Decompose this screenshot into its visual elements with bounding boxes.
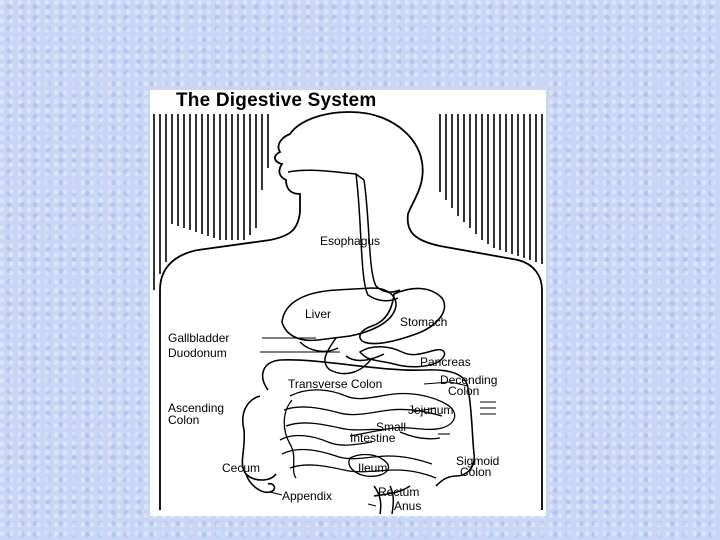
rectum <box>373 485 395 515</box>
label-appendix: Appendix <box>282 489 332 503</box>
body-outline <box>159 111 543 510</box>
label-small-2: Intestine <box>350 431 396 445</box>
colon <box>241 359 476 497</box>
label-pancreas: Pancreas <box>420 355 471 369</box>
pancreas <box>358 346 446 368</box>
label-jejunum: Jejunum <box>408 403 453 417</box>
digestive-diagram: Esophagus Liver Stomach Gallbladder Duod… <box>153 111 543 515</box>
diagram-labels: Esophagus Liver Stomach Gallbladder Duod… <box>168 234 499 513</box>
label-stomach: Stomach <box>400 315 447 329</box>
stomach <box>359 287 446 345</box>
figure-title: The Digestive System <box>176 90 377 111</box>
digestive-system-figure: The Digestive System <box>150 90 546 516</box>
duodenum <box>299 337 385 375</box>
label-sigmoid-2: Colon <box>460 465 491 479</box>
label-cecum: Cecum <box>222 461 260 475</box>
label-liver: Liver <box>305 307 331 321</box>
label-esophagus: Esophagus <box>320 234 380 248</box>
background-hatching <box>153 114 543 290</box>
label-decending-1: Decending <box>440 373 497 387</box>
liver <box>281 287 397 342</box>
leader-lines <box>260 337 496 507</box>
label-decending-2: Colon <box>448 384 479 398</box>
label-rectum: Rectum <box>378 485 419 499</box>
label-ileum: Ileum <box>358 461 387 475</box>
label-transverse-colon: Transverse Colon <box>288 377 382 391</box>
label-ascending-2: Colon <box>168 413 199 427</box>
label-sigmoid-1: Sigmoid <box>456 454 499 468</box>
label-duodonum: Duodonum <box>168 346 227 360</box>
label-gallbladder: Gallbladder <box>168 331 229 345</box>
label-small-1: Small <box>376 420 406 434</box>
label-anus: Anus <box>394 499 421 513</box>
label-ascending-1: Ascending <box>168 401 224 415</box>
